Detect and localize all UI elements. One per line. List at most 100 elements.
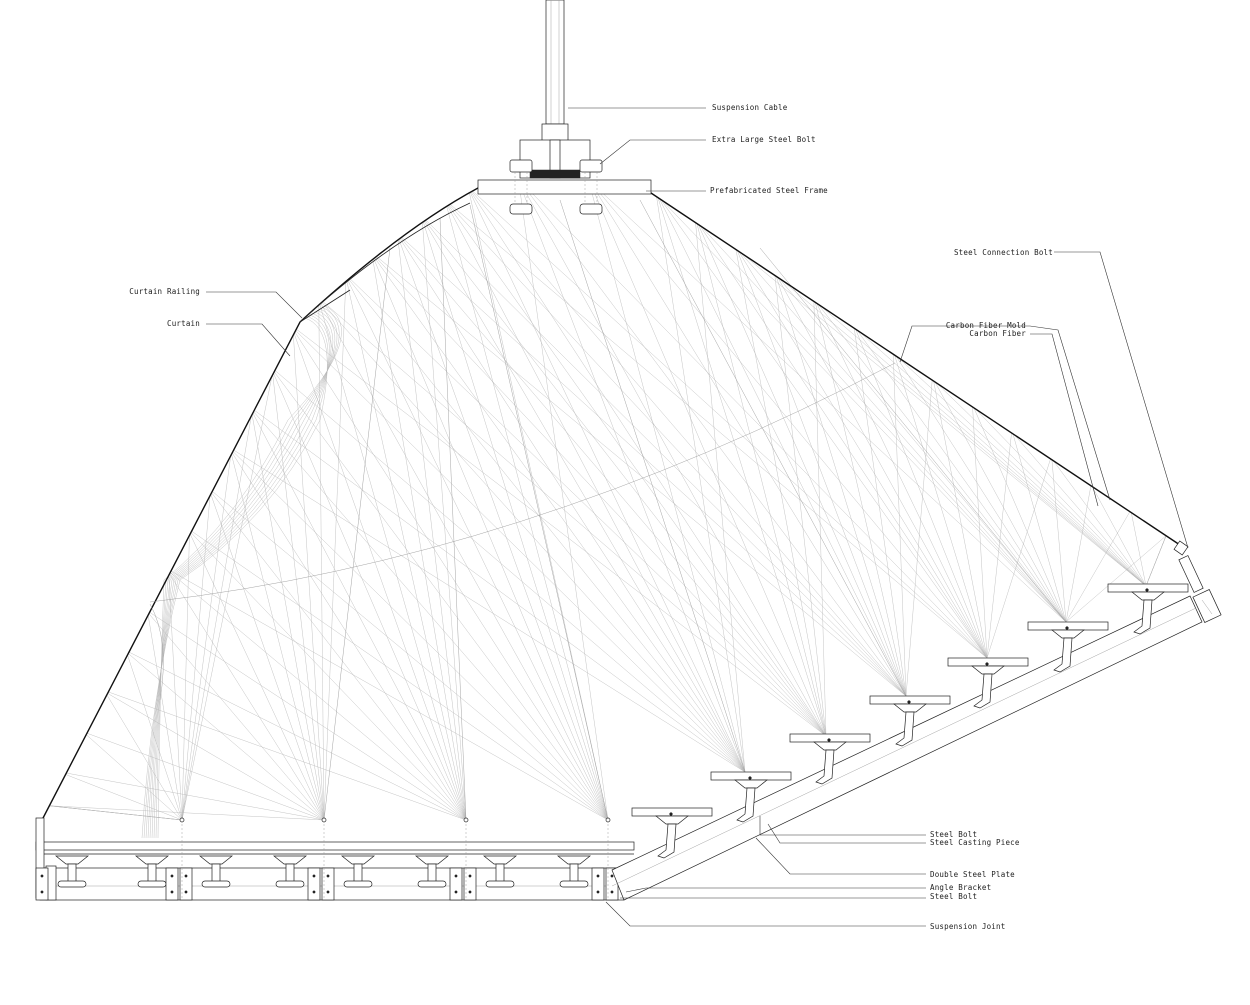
- carbon-fiber-strand: [893, 354, 907, 697]
- steel-bolt: [312, 874, 316, 878]
- carbon-fiber-strand: [127, 654, 183, 821]
- extra-large-steel-bolt-right: [579, 159, 603, 215]
- carbon-fiber-strand: [593, 191, 827, 737]
- carbon-fiber-strand: [86, 734, 183, 821]
- curtain-railing: [299, 202, 471, 323]
- label-curtain: Curtain: [167, 319, 200, 328]
- carbon-fiber-strand: [148, 613, 325, 821]
- carbon-fiber-strand: [232, 451, 609, 821]
- carbon-fiber-strand: [170, 570, 609, 821]
- carbon-fiber-mesh: [49, 190, 1167, 821]
- carbon-fiber-strand: [296, 328, 827, 737]
- curtain-fold: [141, 317, 328, 839]
- carbon-fiber-strand: [108, 691, 467, 821]
- carbon-fiber-strand: [856, 329, 1067, 623]
- steel-casting-piece: [341, 855, 375, 865]
- carbon-fiber-strand: [86, 733, 325, 821]
- carbon-fiber-strand: [273, 373, 467, 821]
- annotation-labels: Suspension Cable Extra Large Steel Bolt …: [129, 103, 1053, 931]
- carbon-fiber-strand: [738, 251, 988, 659]
- i-beam-web: [353, 863, 363, 883]
- carbon-fiber-strand: [973, 407, 1067, 623]
- carbon-fiber-strand: [372, 259, 467, 821]
- steel-connection-bolt-assembly: [1173, 540, 1222, 623]
- carbon-fiber-strand: [446, 206, 609, 821]
- carbon-fiber-strand: [1065, 535, 1167, 623]
- carbon-fiber-strand: [470, 191, 827, 737]
- carbon-fiber-strand: [168, 575, 183, 821]
- carbon-fiber-strand: [936, 382, 1147, 587]
- carbon-fiber-strand: [741, 253, 1147, 587]
- carbon-fiber-strand: [373, 258, 609, 821]
- label-suspension-cable: Suspension Cable: [712, 103, 788, 112]
- carbon-fiber-strand: [1051, 459, 1067, 623]
- carbon-fiber-strand: [149, 612, 467, 821]
- carbon-fiber-strand: [1053, 460, 1147, 587]
- carbon-fiber-strand: [529, 190, 988, 659]
- carbon-fiber-strand: [398, 239, 609, 821]
- carbon-fiber-strand: [696, 223, 827, 737]
- carbon-fiber-strand: [399, 238, 746, 773]
- carbon-fiber-strand: [661, 200, 1067, 623]
- i-beam-flange: [343, 880, 373, 888]
- curtain-fold: [147, 313, 332, 839]
- carbon-fiber-strand: [251, 414, 325, 821]
- label-steel-connection-bolt: Steel Connection Bolt: [954, 248, 1053, 257]
- angle-bracket: [449, 867, 463, 901]
- carbon-fiber-strand: [699, 225, 988, 659]
- steel-casting-piece: [971, 665, 1005, 675]
- carbon-fiber-strand: [66, 772, 325, 821]
- carbon-fiber-strand: [527, 190, 907, 697]
- fiber-band-upper: [149, 603, 164, 701]
- carbon-fiber-strand: [169, 573, 325, 821]
- carbon-fiber-strand: [1012, 433, 1067, 623]
- carbon-fiber-strand: [191, 530, 609, 821]
- i-beam-web: [285, 863, 295, 883]
- label-steel-casting-piece: Steel Casting Piece: [930, 838, 1020, 847]
- angle-bracket: [307, 867, 321, 901]
- carbon-fiber-strand: [181, 376, 273, 821]
- horizontal-base-beam: [35, 817, 635, 901]
- carbon-fiber-strand: [181, 455, 231, 821]
- carbon-fiber-strand: [318, 304, 325, 821]
- carbon-fiber-strand: [695, 222, 746, 773]
- label-curtain-railing: Curtain Railing: [129, 287, 200, 296]
- steel-bolt: [1145, 588, 1149, 592]
- carbon-fiber-strand: [253, 411, 609, 821]
- carbon-fiber-strand: [813, 301, 827, 737]
- carbon-fiber-strand: [854, 328, 907, 697]
- i-beam-inclined: [657, 823, 677, 859]
- i-beam-inclined: [1133, 599, 1153, 635]
- curtain-fold: [153, 308, 338, 839]
- carbon-fiber-strand: [735, 249, 827, 737]
- carbon-fiber-strand: [660, 199, 988, 659]
- steel-casting-piece: [813, 741, 847, 751]
- i-beam-flange: [559, 880, 589, 888]
- label-steel-bolt-lower: Steel Bolt: [930, 892, 977, 901]
- carbon-fiber-strand: [400, 237, 827, 737]
- carbon-fiber-strand: [777, 277, 988, 659]
- steel-bolt: [184, 874, 188, 878]
- carbon-fiber-strand: [212, 491, 609, 821]
- suspension-cable: [545, 0, 565, 125]
- steel-bolt: [669, 812, 673, 816]
- steel-casting-piece: [273, 855, 307, 865]
- carbon-fiber-strand: [295, 330, 746, 773]
- carbon-fiber-strand: [975, 408, 1147, 587]
- angle-bracket: [35, 867, 49, 901]
- carbon-fiber-strand: [656, 196, 746, 773]
- steel-casting-piece: [655, 815, 689, 825]
- carbon-fiber-strand: [190, 532, 467, 821]
- curtain-fold: [151, 309, 336, 839]
- i-beam-web: [427, 863, 437, 883]
- carbon-fiber-strand: [601, 191, 1067, 623]
- fiber-anchor-node: [321, 817, 327, 823]
- steel-bolt: [468, 874, 472, 878]
- carbon-fiber-strand: [274, 371, 609, 821]
- i-beam-flange: [485, 880, 515, 888]
- carbon-fiber-strand: [231, 454, 325, 821]
- i-beam-inclined: [1053, 637, 1073, 673]
- carbon-fiber-strand: [49, 805, 325, 821]
- i-beam-inclined: [815, 749, 835, 785]
- carbon-fiber-strand: [858, 330, 1147, 587]
